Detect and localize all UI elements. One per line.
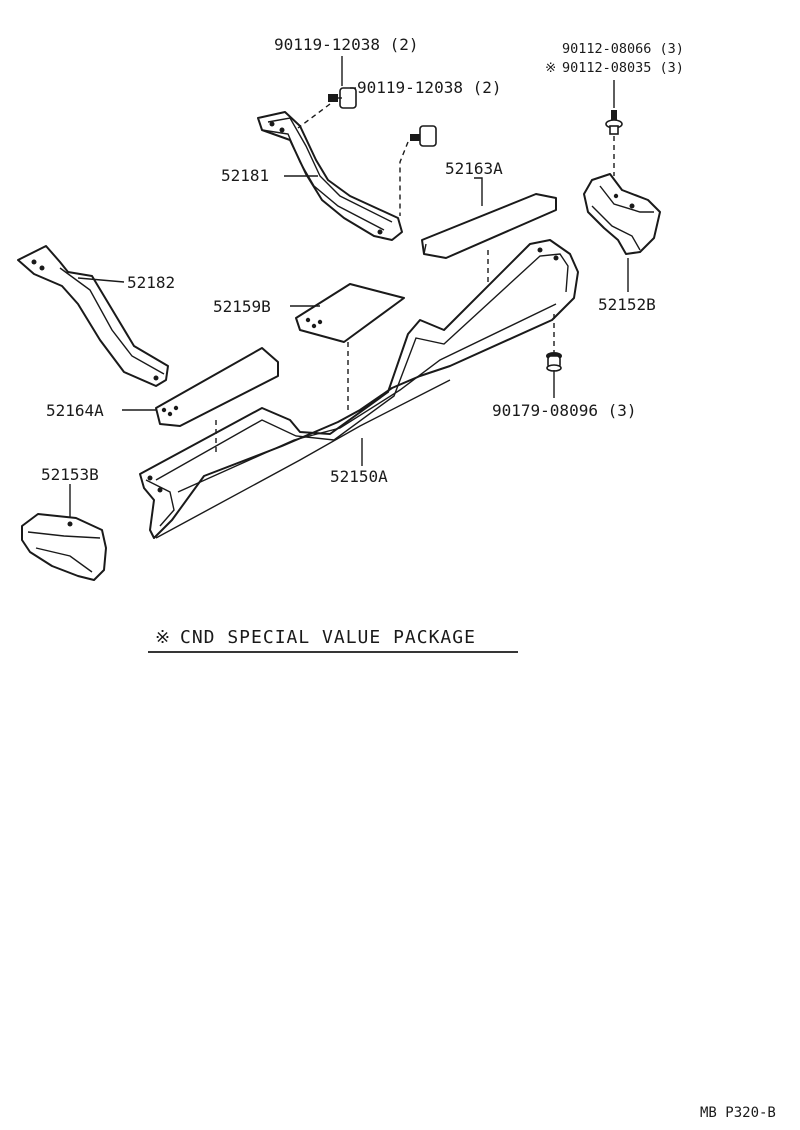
label-52163A: 52163A: [445, 159, 503, 178]
bracket-52181: [257, 111, 403, 241]
footnote-mark: ※: [155, 627, 171, 648]
label-90179-08096: 90179-08096 (3): [492, 401, 637, 420]
label-52150A: 52150A: [330, 467, 388, 486]
label-bolt-90119-a: 90119-12038 (2): [274, 35, 419, 54]
page-reference: MB P320-B: [700, 1105, 776, 1121]
pad-52159B: [295, 283, 405, 410]
leader-lines: [69, 56, 629, 518]
end-cap-52152B: [583, 173, 661, 255]
label-screw-90112-b: 90112-08035 (3): [562, 60, 684, 76]
label-52182: 52182: [127, 273, 175, 292]
screw-90112: [605, 110, 623, 176]
label-screw-90112-a: 90112-08066 (3): [562, 41, 684, 57]
label-52159B: 52159B: [213, 297, 271, 316]
footnote: ※ CND SPECIAL VALUE PACKAGE: [148, 627, 518, 653]
label-52164A: 52164A: [46, 401, 104, 420]
grommet-90179: [546, 352, 562, 372]
pad-52164A: [155, 347, 279, 456]
label-52152B: 52152B: [598, 295, 656, 314]
step-panel-52150A: [139, 239, 579, 539]
end-cap-52153B: [21, 513, 107, 581]
label-52181: 52181: [221, 166, 269, 185]
label-52153B: 52153B: [41, 465, 99, 484]
bolt-90119-left: [297, 87, 357, 129]
label-screw-90112-b-mark: ※: [545, 60, 556, 76]
label-bolt-90119-b: 90119-12038 (2): [357, 78, 502, 97]
footnote-text: CND SPECIAL VALUE PACKAGE: [180, 627, 476, 648]
bolt-90119-right: [399, 125, 437, 216]
pad-52163A: [421, 193, 557, 290]
bracket-52182: [17, 245, 169, 387]
